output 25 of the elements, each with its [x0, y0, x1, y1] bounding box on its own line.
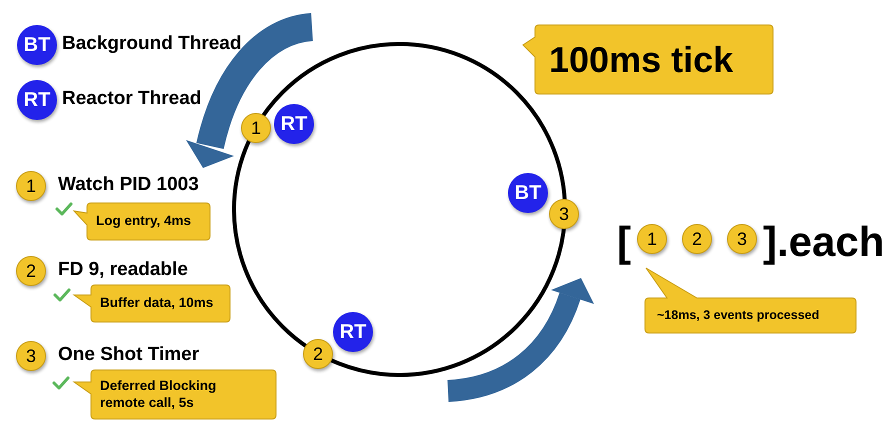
badge-caption: Reactor Thread [62, 88, 202, 110]
badge-caption: Watch PID 1003 [58, 174, 199, 196]
event-number-badge: 2 [682, 224, 712, 254]
event-number-badge: 2 [303, 339, 333, 369]
callout-bubble: Buffer data, 10ms [74, 285, 230, 322]
badge-caption: One Shot Timer [58, 344, 200, 366]
code-text: [ [617, 221, 631, 263]
event-number-badge: 1 [637, 224, 667, 254]
callout-bubble: 100ms tick [523, 25, 773, 94]
thread-badge: BT [17, 25, 57, 65]
event-number-badge: 3 [549, 199, 579, 229]
thread-badge: BT [508, 173, 548, 213]
thread-badge: RT [333, 312, 373, 352]
thread-badge: RT [274, 104, 314, 144]
event-number-badge: 1 [16, 171, 46, 201]
callout-bubble: Log entry, 4ms [74, 203, 210, 240]
callout-bubble: Deferred Blocking remote call, 5s [74, 370, 276, 419]
badge-caption: FD 9, readable [58, 259, 188, 281]
event-number-badge: 3 [727, 224, 757, 254]
event-number-badge: 3 [16, 341, 46, 371]
code-text: ].each [763, 221, 884, 263]
event-number-badge: 2 [16, 256, 46, 286]
badge-caption: Background Thread [62, 33, 242, 55]
callout-bubble: ~18ms, 3 events processed [645, 268, 856, 333]
thread-badge: RT [17, 80, 57, 120]
